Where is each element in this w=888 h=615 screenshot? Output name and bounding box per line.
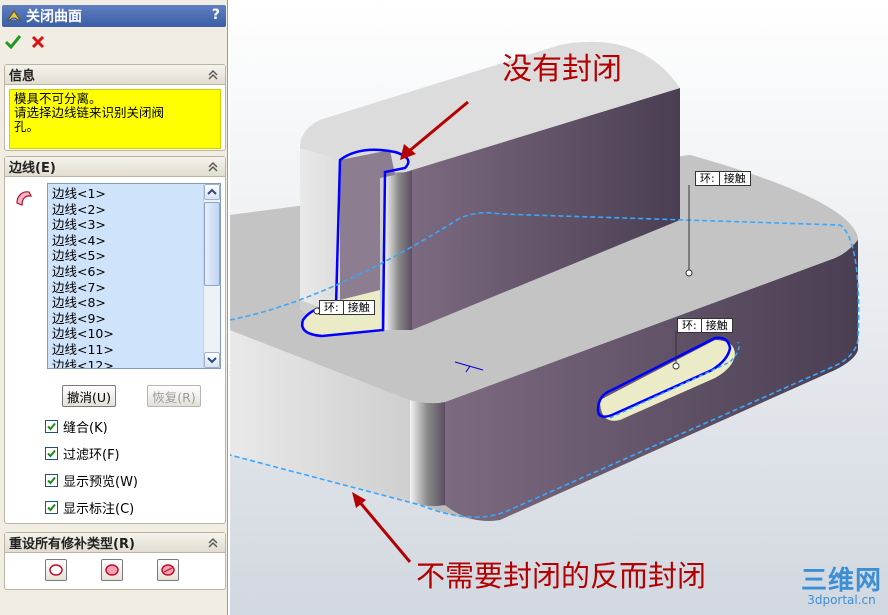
annotation-not-closed: 没有封闭 [502,52,622,87]
axis-triad [454,361,484,373]
reset-patch-types-group: 重设所有修补类型(R) [4,532,226,590]
annotation-arrow-top [400,100,469,160]
loop-callout-type[interactable]: 接触 [718,172,750,185]
show-callouts-checkbox[interactable] [45,500,58,514]
info-header-label: 信息 [9,69,36,84]
redo-button[interactable]: 恢复(R) [147,385,201,407]
info-group-header[interactable]: 信息 [5,65,225,85]
edges-list: 边线<1> 边线<2> 边线<3> 边线<4> 边线<5> 边线<6> 边线<7… [48,184,220,369]
checkmark-icon [47,503,56,511]
filled-circle-icon [105,564,119,576]
edge-list-item[interactable]: 边线<7> [52,279,106,295]
preview-boundary-loop [230,211,860,518]
edge-list-item[interactable]: 边线<5> [52,248,106,264]
info-message: 模具不可分离。 请选择边线链来识别关闭阀 孔。 [9,89,221,149]
tag-anchor-point [672,362,680,370]
filter-loops-option[interactable]: 过滤环(F) [45,444,120,463]
undo-button[interactable]: 撤消(U) [62,385,116,407]
edge-list-item[interactable]: 边线<4> [52,232,106,248]
edge-list-item[interactable]: 边线<6> [52,263,106,279]
edges-header-label: 边线(E) [9,161,56,176]
loop-callout-tag[interactable]: 环: 接触 [677,318,733,333]
empty-circle-icon [49,564,63,576]
property-manager-panel: 关闭曲面 ? 信息 模具不可分离。 请选择边线链来识别关闭阀 孔。 边线(E) [0,0,228,615]
edge-list-item[interactable]: 边线<2> [52,201,106,217]
edge-list-item[interactable]: 边线<11> [52,341,114,357]
selected-loop-open-slot[interactable] [300,148,410,338]
base-slot [596,336,740,421]
stitch-label: 缝合(K) [63,420,108,436]
reset-group-header[interactable]: 重设所有修补类型(R) [5,533,225,553]
loop-callout-label: 环: [324,301,339,314]
edge-list-item[interactable]: 边线<9> [52,310,106,326]
tag-anchor-point [685,269,693,277]
info-group: 信息 模具不可分离。 请选择边线链来识别关闭阀 孔。 [4,64,226,151]
stitch-checkbox[interactable] [45,419,58,433]
edge-list-item[interactable]: 边线<12> [52,357,114,369]
checkmark-icon [47,422,56,430]
show-preview-label: 显示预览(W) [63,474,138,490]
patch-tangent-button[interactable] [157,559,179,581]
close-surface-icon [7,10,21,21]
cancel-x-icon[interactable] [30,34,46,50]
watermark-main: 三维网 [800,566,882,596]
edge-list-item[interactable]: 边线<8> [52,295,106,311]
listbox-scrollbar[interactable] [203,184,220,368]
edge-list-item[interactable]: 边线<10> [52,326,114,342]
collapse-icon[interactable] [207,536,219,548]
reset-header-label: 重设所有修补类型(R) [9,537,135,552]
filter-loops-checkbox[interactable] [45,446,58,460]
chevron-down-icon [207,357,217,364]
edge-selection-icon [16,191,33,206]
scroll-thumb[interactable] [204,202,220,286]
tangent-circle-icon [161,564,175,576]
message-line-2: 请选择边线链来识别关闭阀 [14,105,165,120]
edge-list-item[interactable]: 边线<1> [52,186,106,201]
loop-callout-tag[interactable]: 环: 接触 [695,171,751,186]
loop-callout-label: 环: [700,172,715,185]
message-line-3: 孔。 [14,119,40,134]
loop-callout-label: 环: [682,319,697,332]
loop-callout-type[interactable]: 接触 [342,301,374,314]
loop-callout-tag[interactable]: 环: 接触 [319,300,375,315]
ok-check-icon[interactable] [4,33,22,51]
watermark-logo: 三维网 3dportal.cn [801,560,882,607]
panel-title-bar: 关闭曲面 ? [2,5,226,27]
show-preview-checkbox[interactable] [45,473,58,487]
edges-listbox[interactable]: 边线<1> 边线<2> 边线<3> 边线<4> 边线<5> 边线<6> 边线<7… [47,183,221,369]
selected-loop-side-slot[interactable] [596,336,732,418]
edge-list-item[interactable]: 边线<3> [52,217,106,233]
show-preview-option[interactable]: 显示预览(W) [45,471,138,490]
patch-contact-button[interactable] [101,559,123,581]
help-button[interactable]: ? [211,7,220,23]
checkmark-icon [47,449,56,457]
collapse-icon[interactable] [207,160,219,172]
checkmark-icon [47,476,56,484]
loop-callout-type[interactable]: 接触 [700,319,732,332]
edges-group-header[interactable]: 边线(E) [5,157,225,177]
watermark-site: 3dportal.cn [807,593,876,607]
show-callouts-option[interactable]: 显示标注(C) [45,498,135,517]
message-line-1: 模具不可分离。 [14,91,102,106]
stitch-option[interactable]: 缝合(K) [45,417,108,436]
annotation-arrow-bottom [352,492,412,563]
patch-none-button[interactable] [45,559,67,581]
scroll-up-button[interactable] [204,184,220,200]
scroll-down-button[interactable] [204,352,220,368]
annotation-wrongly-closed: 不需要封闭的反而封闭 [416,559,707,593]
panel-title: 关闭曲面 [26,9,82,25]
collapse-icon[interactable] [207,68,219,80]
show-callouts-label: 显示标注(C) [63,501,135,517]
edges-group: 边线(E) 边线<1> 边线<2> 边线<3> 边线<4> 边线<5> 边线<6… [4,156,226,524]
filter-loops-label: 过滤环(F) [63,447,120,463]
graphics-viewport[interactable]: 环: 接触 环: 接触 环: 接触 [230,0,888,615]
chevron-up-icon [207,188,217,195]
